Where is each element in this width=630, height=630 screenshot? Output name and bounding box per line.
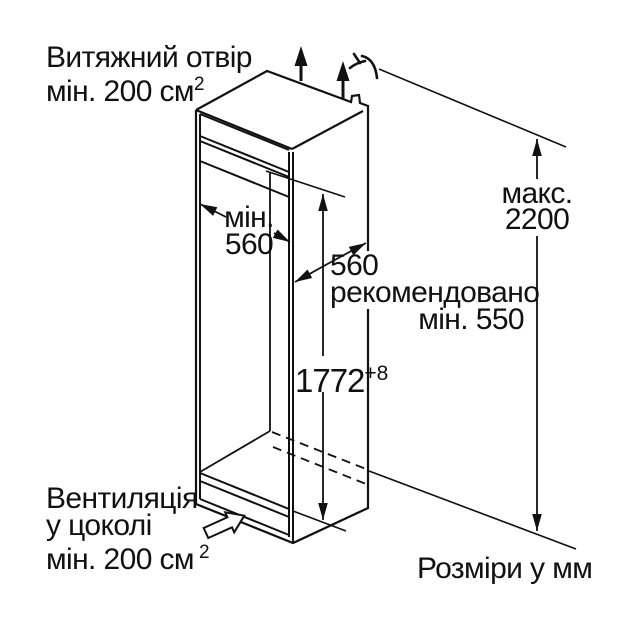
max-height-word: макс. xyxy=(501,177,573,210)
plinth-line1 xyxy=(199,480,290,518)
up-arrow-icon xyxy=(294,46,308,81)
front-top-inner-edge xyxy=(199,113,290,151)
exhaust-line2: мін. 200 см xyxy=(46,75,195,108)
cabinet-interior xyxy=(199,170,367,532)
cabinet-silhouette xyxy=(194,69,370,545)
exhaust-opening-label: Витяжний отвір мін. 200 см2 xyxy=(46,41,253,108)
depth-label: 560 рекомендовано мін. 550 xyxy=(330,249,540,336)
up-arrow-icon xyxy=(336,61,350,99)
top-crossbar-line2 xyxy=(199,140,290,178)
units-note: Розміри у мм xyxy=(417,552,593,585)
exhaust-up-arrows xyxy=(294,46,350,99)
niche-width-min: мін. xyxy=(224,201,274,234)
ceiling-front-edge xyxy=(199,160,290,198)
plinth-line2: у цоколі xyxy=(46,509,152,542)
top-face-front-edge xyxy=(195,108,293,151)
top-face-right-edge xyxy=(291,110,364,150)
max-height-ext-top xyxy=(378,68,567,148)
interior-floor-left-edge xyxy=(199,430,271,473)
exhaust-line1: Витяжний отвір xyxy=(46,41,253,74)
max-height-value: 2200 xyxy=(504,203,570,236)
depth-value: 560 xyxy=(330,249,379,282)
depth-dim-rear-half xyxy=(330,242,367,263)
niche-height-label: 1772+8 xyxy=(295,357,388,398)
hidden-plinth-rear-edge xyxy=(272,446,367,485)
niche-width-value: 560 xyxy=(224,228,274,261)
top-crossbar-line1 xyxy=(199,135,290,173)
plinth-line1: Вентиляція xyxy=(46,482,198,515)
niche-width-leader-left xyxy=(199,203,227,218)
plinth-sup: 2 xyxy=(198,542,210,563)
depth-recommended: рекомендовано xyxy=(330,276,540,309)
dimension-lines xyxy=(199,68,577,550)
depth-min: мін. 550 xyxy=(418,303,524,336)
depth-dim-front-half xyxy=(294,261,332,283)
niche-height-tolerance: +8 xyxy=(364,362,389,385)
niche-width-label: мін. 560 xyxy=(217,201,281,261)
max-height-ext-bottom xyxy=(368,470,577,550)
ceiling-extension-line xyxy=(265,170,346,198)
niche-height-value: 1772 xyxy=(295,362,365,399)
branch-icon xyxy=(348,52,379,80)
hidden-floor-rear-edge xyxy=(271,431,367,470)
units-note-text: Розміри у мм xyxy=(417,552,593,585)
floor-extension-line xyxy=(292,510,347,532)
plinth-vent-arrow-icon xyxy=(202,510,246,540)
floor-front-edge xyxy=(199,472,290,510)
niche-width-leader-right xyxy=(272,229,291,243)
max-height-label: макс. 2200 xyxy=(494,179,580,236)
plinth-line3: мін. 200 см xyxy=(46,543,195,576)
exhaust-sup: 2 xyxy=(193,74,205,95)
